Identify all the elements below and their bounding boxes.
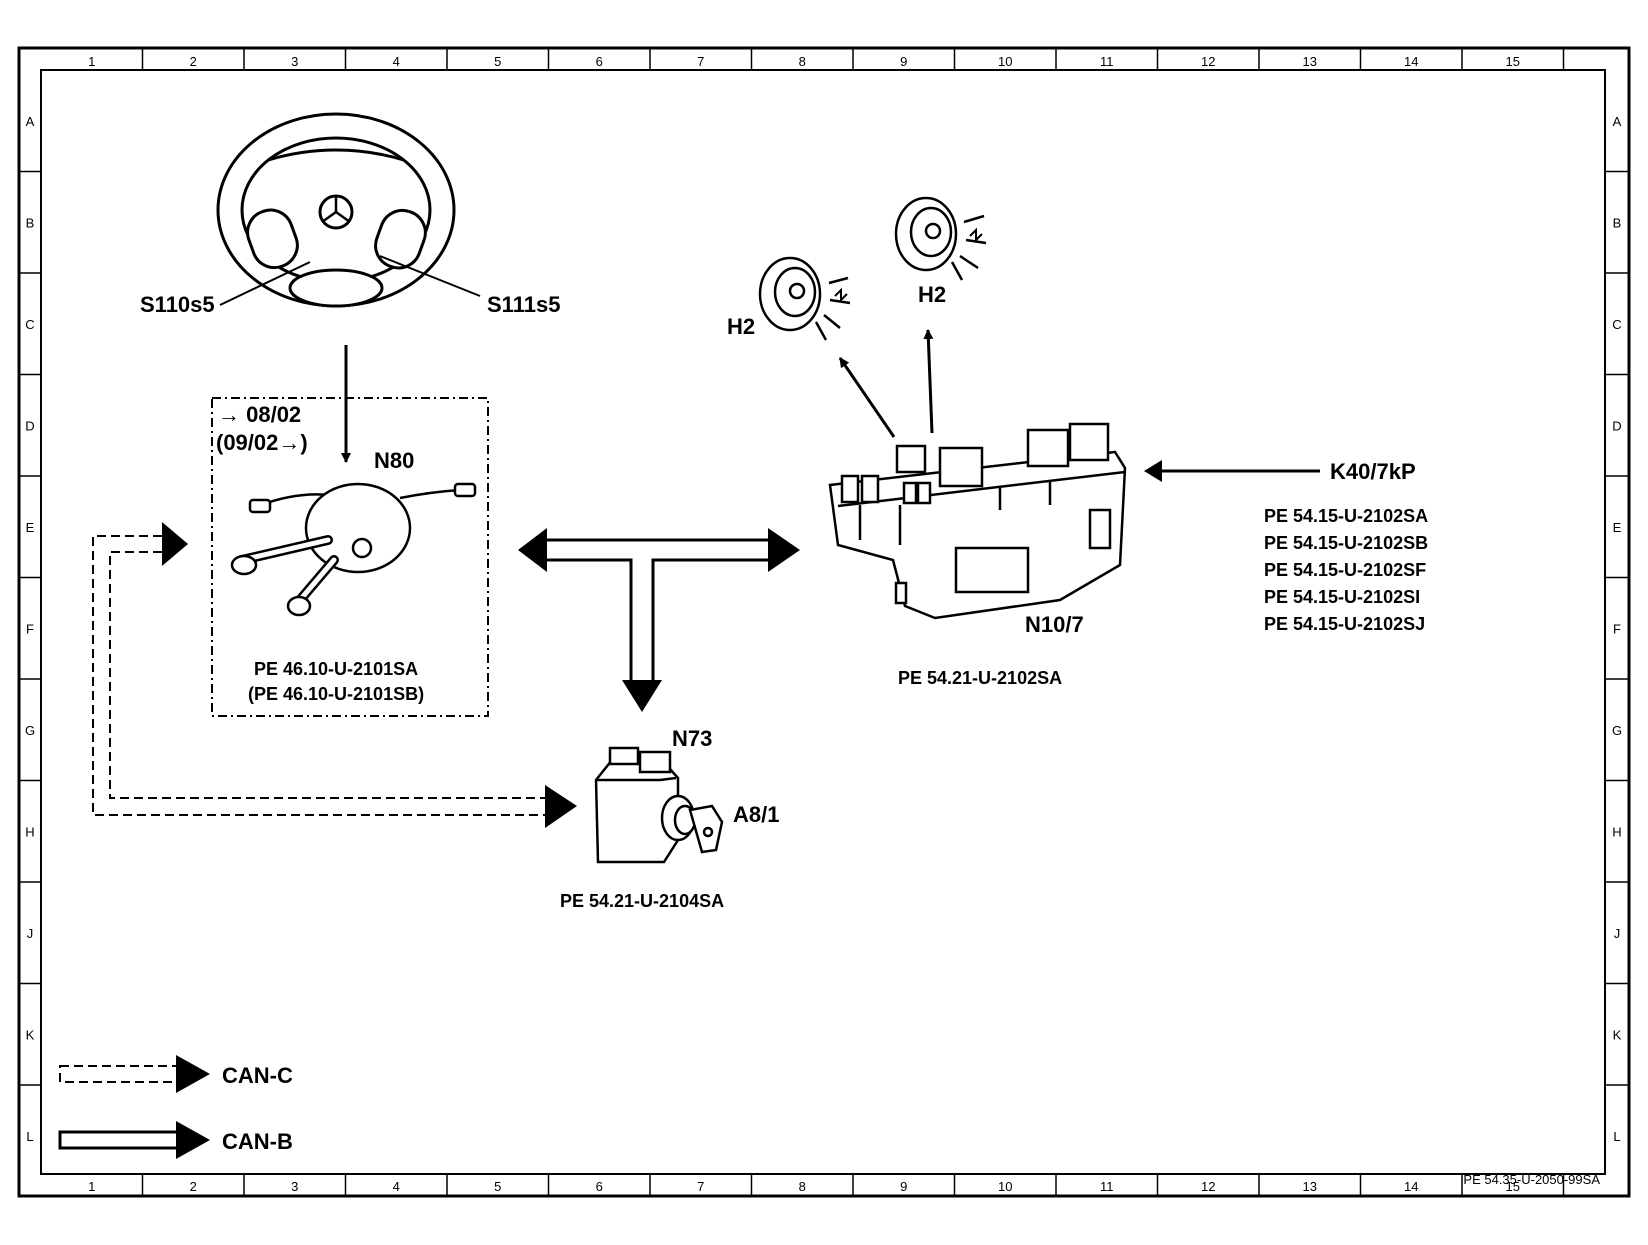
grid-column-label-top: 1 [88, 54, 95, 69]
grid-column-label-bottom: 7 [697, 1179, 704, 1194]
grid-column-label-bottom: 11 [1100, 1179, 1114, 1194]
grid-column-label-top: 9 [900, 54, 907, 69]
drawing-frame [17, 46, 1631, 1198]
s110s5-leader [219, 261, 311, 306]
n10-7-sam-module-illustration [828, 422, 1127, 620]
grid-column-label-top: 6 [596, 54, 603, 69]
n10-7-label: N10/7 [1025, 612, 1084, 637]
grid-column-label-bottom: 14 [1404, 1179, 1418, 1194]
grid-reference: 1122334455667788991010111112121313141415… [19, 48, 1629, 1196]
grid-column-label-bottom: 12 [1201, 1179, 1215, 1194]
s111s5-label: S111s5 [487, 292, 560, 317]
s111s5-leader [379, 255, 481, 297]
grid-column-label-bottom: 3 [291, 1179, 298, 1194]
can-c-arrowhead-n80 [162, 522, 188, 566]
legend-can-c-symbol [59, 1055, 210, 1093]
grid-row-label-right: B [1613, 215, 1622, 230]
k40-ref-4: PE 54.15-U-2102SI [1264, 587, 1420, 607]
grid-row-label-right: A [1613, 114, 1622, 129]
grid-row-label-left: J [27, 926, 34, 941]
grid-row-label-right: G [1612, 723, 1622, 738]
grid-row-label-left: H [25, 824, 34, 839]
n73-label: N73 [672, 726, 712, 751]
k40-label: K40/7kP [1330, 459, 1416, 484]
grid-row-label-left: C [25, 317, 34, 332]
grid-column-label-bottom: 6 [596, 1179, 603, 1194]
k40-ref-1: PE 54.15-U-2102SA [1264, 506, 1428, 526]
can-b-bus [518, 528, 800, 712]
grid-column-label-bottom: 15 [1506, 1179, 1520, 1194]
grid-column-label-bottom: 4 [393, 1179, 400, 1194]
grid-row-label-right: F [1613, 621, 1621, 636]
n80-variant-box [211, 397, 489, 717]
grid-row-label-right: D [1612, 418, 1621, 433]
grid-row-label-left: F [26, 621, 34, 636]
grid-row-label-right: L [1613, 1129, 1620, 1144]
n80-label: N80 [374, 448, 414, 473]
n10-7-to-h2-left-arrow [838, 357, 896, 438]
grid-row-label-left: B [26, 215, 35, 230]
n80-ref-1: PE 46.10-U-2101SA [254, 659, 418, 679]
grid-column-label-top: 7 [697, 54, 704, 69]
grid-column-label-top: 3 [291, 54, 298, 69]
grid-row-label-right: K [1613, 1027, 1622, 1042]
grid-row-label-left: D [25, 418, 34, 433]
can-c-bus [92, 535, 545, 816]
grid-column-label-bottom: 5 [494, 1179, 501, 1194]
legend-can-c-label: CAN-C [222, 1063, 293, 1088]
n80-date-from: → 08/02 [218, 402, 301, 427]
h2-right-label: H2 [918, 282, 946, 307]
grid-column-label-bottom: 2 [190, 1179, 197, 1194]
legend-can-b-symbol [58, 1121, 210, 1159]
grid-column-label-bottom: 10 [998, 1179, 1012, 1194]
k40-arrowhead [1144, 460, 1162, 482]
grid-row-label-right: E [1613, 520, 1622, 535]
grid-row-label-left: K [26, 1027, 35, 1042]
steering-wheel-illustration [216, 112, 456, 308]
legend-can-b-label: CAN-B [222, 1129, 293, 1154]
s110s5-label: S110s5 [140, 292, 215, 317]
grid-row-label-right: H [1612, 824, 1621, 839]
h2-left-label: H2 [727, 314, 755, 339]
k40-ref-5: PE 54.15-U-2102SJ [1264, 614, 1425, 634]
grid-column-label-bottom: 8 [799, 1179, 806, 1194]
grid-column-label-top: 15 [1506, 54, 1520, 69]
grid-row-label-left: A [26, 114, 35, 129]
n10-7-to-h2-right-arrow [923, 329, 934, 434]
n80-date-until: (09/02→) [216, 430, 308, 455]
n80-ref-2: (PE 46.10-U-2101SB) [248, 684, 424, 704]
k40-ref-2: PE 54.15-U-2102SB [1264, 533, 1428, 553]
n73-ignition-switch-illustration [594, 746, 724, 864]
a8-1-label: A8/1 [733, 802, 779, 827]
grid-column-label-bottom: 1 [88, 1179, 95, 1194]
grid-column-label-bottom: 13 [1303, 1179, 1317, 1194]
n73-ref: PE 54.21-U-2104SA [560, 891, 724, 911]
grid-row-label-right: J [1614, 926, 1621, 941]
grid-row-label-right: C [1612, 317, 1621, 332]
grid-row-label-left: L [26, 1129, 33, 1144]
can-c-arrowhead-n73 [545, 785, 577, 828]
grid-column-label-top: 8 [799, 54, 806, 69]
n80-steering-column-module-illustration [230, 482, 477, 617]
grid-column-label-top: 11 [1100, 54, 1114, 69]
horn-left-illustration [758, 256, 851, 341]
grid-column-label-top: 13 [1303, 54, 1317, 69]
grid-column-label-bottom: 9 [900, 1179, 907, 1194]
grid-column-label-top: 14 [1404, 54, 1418, 69]
grid-column-label-top: 12 [1201, 54, 1215, 69]
n10-7-ref: PE 54.21-U-2102SA [898, 668, 1062, 688]
grid-column-label-top: 2 [190, 54, 197, 69]
grid-column-label-top: 5 [494, 54, 501, 69]
grid-column-label-top: 10 [998, 54, 1012, 69]
grid-row-label-left: G [25, 723, 35, 738]
horn-right-illustration [894, 196, 987, 281]
grid-row-label-left: E [26, 520, 35, 535]
k40-ref-3: PE 54.15-U-2102SF [1264, 560, 1426, 580]
grid-column-label-top: 4 [393, 54, 400, 69]
document-id: PE 54.35-U-2050-99SA [1463, 1172, 1600, 1187]
